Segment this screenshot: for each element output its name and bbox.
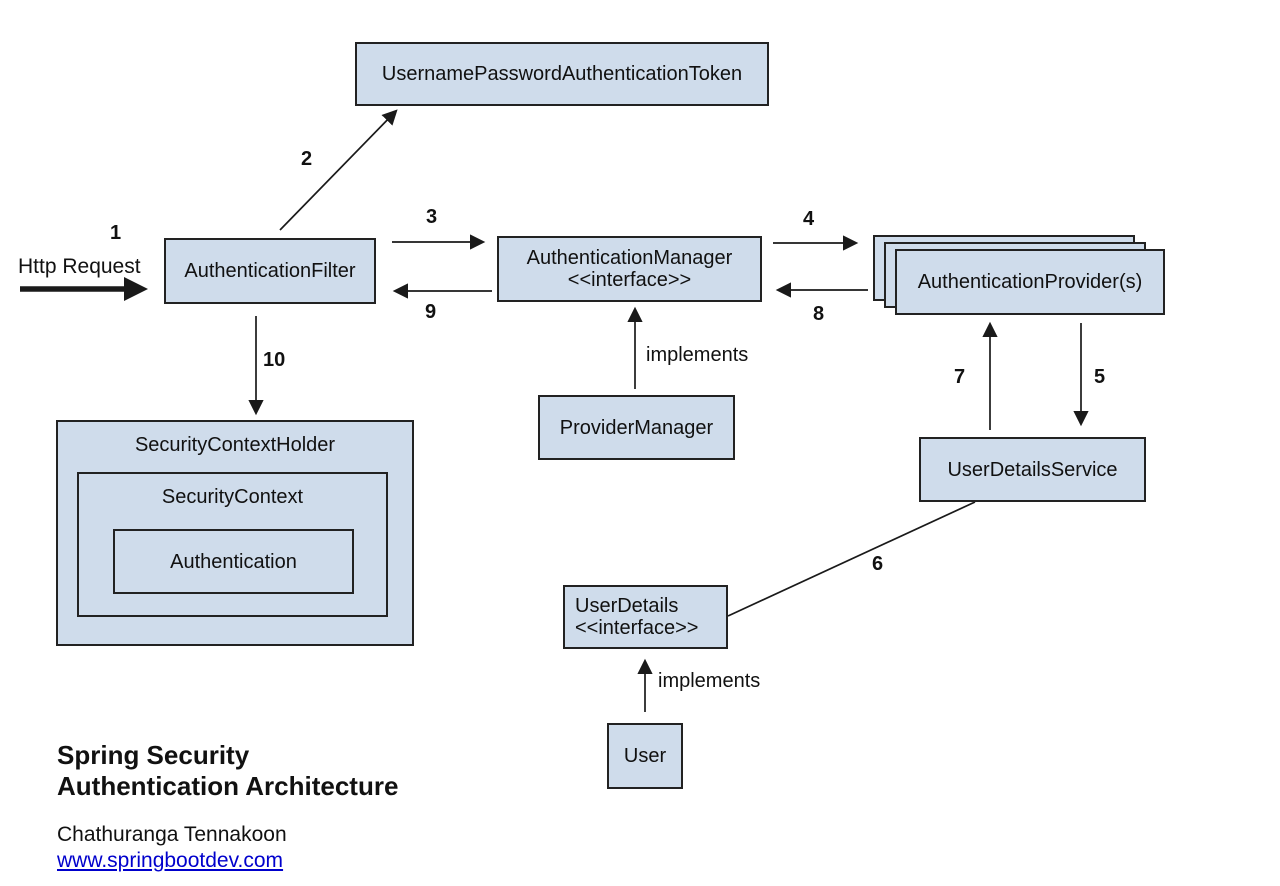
node-security-context-holder: SecurityContextHolder SecurityContext Au… xyxy=(56,420,414,646)
step-label-4: 4 xyxy=(803,208,815,230)
arrow-step-2 xyxy=(279,109,398,231)
node-user-details: UserDetails <<interface>> xyxy=(563,585,728,649)
step-label-2: 2 xyxy=(301,148,313,170)
step-label-6: 6 xyxy=(872,553,884,575)
node-user: User xyxy=(607,723,683,789)
step-label-9: 9 xyxy=(425,301,437,323)
http-request-arrow xyxy=(20,277,148,301)
line-step-6 xyxy=(727,501,976,617)
step-label-10: 10 xyxy=(263,349,286,371)
node-label-line1: UserDetails xyxy=(575,595,679,617)
node-label: ProviderManager xyxy=(559,416,714,439)
node-label: User xyxy=(623,745,667,767)
step-label-8: 8 xyxy=(813,303,825,325)
node-label: SecurityContext xyxy=(161,486,304,508)
node-label: Authentication xyxy=(170,550,297,573)
node-user-details-service: UserDetailsService xyxy=(919,437,1146,502)
website-link[interactable]: www.springbootdev.com xyxy=(57,849,284,872)
node-authentication-providers: AuthenticationProvider(s) xyxy=(895,249,1165,315)
implements-label-userdetails: implements xyxy=(658,670,761,692)
node-authentication-manager: AuthenticationManager <<interface>> xyxy=(497,236,762,302)
http-request-label: Http Request xyxy=(18,255,141,278)
node-label: AuthenticationFilter xyxy=(184,260,356,282)
node-provider-manager: ProviderManager xyxy=(538,395,735,460)
diagram-title: Spring Security Authentication Architect… xyxy=(57,740,398,802)
step-label-5: 5 xyxy=(1094,366,1106,388)
node-username-password-authentication-token: UsernamePasswordAuthenticationToken xyxy=(355,42,769,106)
node-label: UserDetailsService xyxy=(947,458,1118,481)
diagram-title-line2: Authentication Architecture xyxy=(57,771,399,801)
node-label-line1: AuthenticationManager xyxy=(526,247,733,269)
node-authentication-filter: AuthenticationFilter xyxy=(164,238,376,304)
author-name: Chathuranga Tennakoon xyxy=(57,823,287,846)
step-label-1: 1 xyxy=(110,222,122,244)
node-label: UsernamePasswordAuthenticationToken xyxy=(381,63,743,85)
node-security-context: SecurityContext Authentication xyxy=(77,472,388,617)
node-authentication: Authentication xyxy=(113,529,354,594)
node-label: SecurityContextHolder xyxy=(134,434,336,456)
implements-label-manager: implements xyxy=(646,344,749,366)
diagram-title-line1: Spring Security xyxy=(57,740,250,770)
node-label-line2: <<interface>> xyxy=(567,269,692,291)
step-label-7: 7 xyxy=(954,366,966,388)
node-label-line2: <<interface>> xyxy=(575,617,699,639)
node-label: AuthenticationProvider(s) xyxy=(917,271,1143,293)
step-label-3: 3 xyxy=(426,206,438,228)
